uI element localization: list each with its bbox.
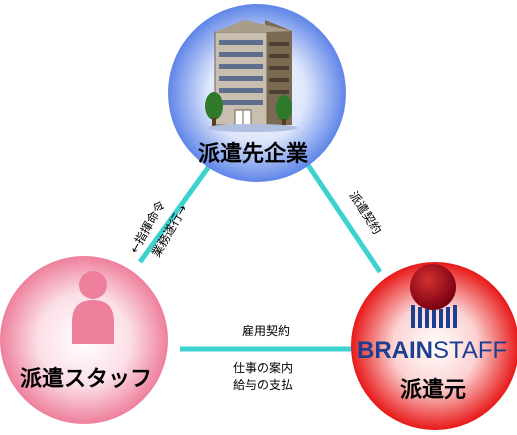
client-label: 派遣先企業 [198,141,309,167]
node-client: 派遣先企業 [168,4,346,182]
edge-staff-agency-sub2: 給与の支払 [233,378,293,392]
edge-label-client-staff: ←指揮命令 業務遂行→ [126,198,190,260]
brand-text: BRAINSTAFF [357,337,507,364]
agency-label: 派遣元 [400,378,466,403]
node-staff: 派遣スタッフ [0,256,168,424]
connector-client-agency [305,163,383,274]
edge-staff-agency-label: 雇用契約 [242,323,290,338]
brand-text-part2: STAFF [433,337,507,364]
node-agency: BRAINSTAFF 派遣元 [351,262,517,430]
building-icon [205,20,298,132]
staff-label: 派遣スタッフ [20,367,152,392]
edge-staff-agency-sub1: 仕事の案内 [233,360,293,375]
connector-client-staff [137,163,213,264]
agency-circle [351,262,517,430]
person-icon [72,271,114,344]
edge-label-staff-agency: 雇用契約 仕事の案内 給与の支払 [233,323,293,392]
brainstaff-logo: BRAINSTAFF [357,264,507,364]
brand-text-part1: BRAIN [357,337,433,364]
